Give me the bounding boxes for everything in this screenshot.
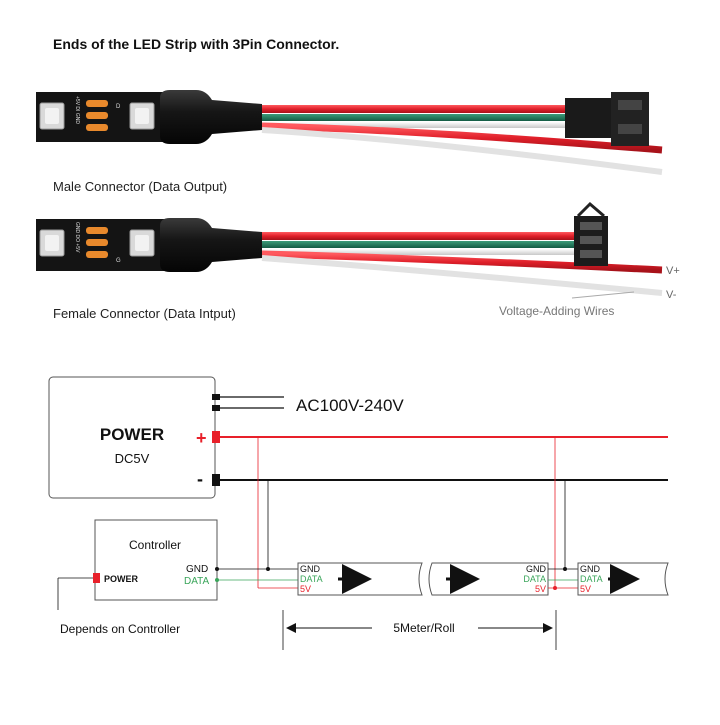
pad-text: +5V DI GND [74,96,80,124]
red-wire [262,232,574,240]
strip-gnd-label: GND [526,564,547,574]
white-wire [262,249,574,255]
female-connector-label: Female Connector (Data Intput) [53,306,236,321]
strip-5v-label: 5V [580,584,591,594]
power-title: POWER [100,425,164,444]
power-minus-sign: - [197,469,203,489]
controller-data-label: DATA [184,576,210,587]
red-wire [262,105,572,113]
solder-pad [86,100,108,107]
strip-data-label: DATA [523,574,546,584]
heat-shrink-tube [160,90,262,144]
white-loose-wire [261,127,663,175]
v-minus-label: V- [666,289,677,301]
solder-pad [86,227,108,234]
pad-glyph: D [116,104,121,110]
voltage-adding-wires-label: Voltage-Adding Wires [499,304,614,318]
controller-box [94,519,218,601]
male-connector-label: Male Connector (Data Output) [53,179,227,194]
controller-gnd-label: GND [186,564,208,575]
strip-data-label: DATA [580,574,603,584]
callout-line [571,291,635,299]
solder-pad [86,112,108,119]
power-plus-sign: + [196,428,207,448]
strip-5v-label: 5V [535,584,546,594]
strip-gnd-label: GND [580,564,601,574]
v-plus-label: V+ [666,265,680,277]
power-subtitle: DC5V [115,451,150,466]
male-connector-illustration: +5V DI GND D [36,90,663,175]
strip-segment-2: GND DATA 5V [428,562,549,596]
solder-pad [86,124,108,131]
green-wire [262,241,574,248]
red-loose-wire [261,122,663,154]
ac-terminal [212,405,220,411]
diagram-title: Ends of the LED Strip with 3Pin Connecto… [53,36,339,52]
controller-title: Controller [129,538,181,552]
depends-on-controller-label: Depends on Controller [60,622,180,636]
female-connector-illustration: GND DO +5V G [36,201,663,296]
solder-pad [86,251,108,258]
controller-power-terminal [93,573,100,583]
white-wire [262,122,572,128]
solder-pad [86,239,108,246]
power-minus-terminal [212,474,220,486]
strip-segment-3: GND DATA 5V [577,562,669,596]
strip-5v-label: 5V [300,584,311,594]
strip-data-label: DATA [300,574,323,584]
pad-glyph: G [116,258,121,264]
power-plus-terminal [212,431,220,443]
male-plug [565,98,611,138]
red-loose-wire [261,250,663,274]
heat-shrink-tube [160,218,262,272]
green-wire [262,114,572,121]
pad-text: GND DO +5V [74,222,80,253]
strip-gnd-label: GND [300,564,321,574]
ac-terminal [212,394,220,400]
length-label: 5Meter/Roll [393,621,454,635]
controller-power-label: POWER [104,574,139,584]
ac-input-label: AC100V-240V [296,396,404,415]
strip-segment-1: GND DATA 5V [297,562,423,596]
white-loose-wire [261,255,663,296]
